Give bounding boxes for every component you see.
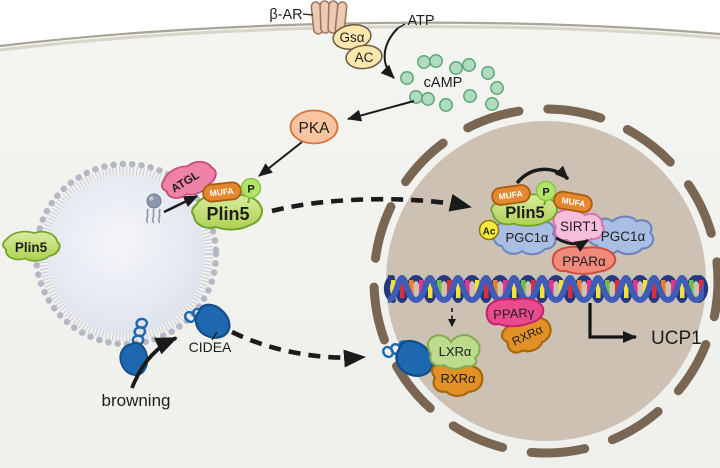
lipid-molecule-icon	[145, 193, 162, 224]
transcription-arrow	[588, 303, 637, 343]
mufa-nucleus-right-label: MUFA	[561, 195, 586, 209]
deacetylation-arrow	[555, 236, 589, 252]
cidea-pointer-line	[211, 331, 218, 341]
ppara-label: PPARα	[562, 254, 606, 269]
dashed-arrow-cidea-to-nucleus	[230, 329, 366, 368]
beta-ar-pointer-line	[302, 13, 314, 16]
atp-label: ATP	[407, 13, 434, 29]
gs-alpha-label: Gsα	[339, 30, 364, 45]
atp-to-camp-arrow	[380, 27, 399, 79]
mufa-droplet-label: MUFA	[209, 186, 234, 198]
acetyl-label: Ac	[483, 227, 496, 238]
browning-label: browning	[102, 391, 171, 410]
browning-arrow	[130, 336, 178, 389]
mufa-droplet-badge	[202, 181, 242, 203]
lxra-label: LXRα	[439, 344, 472, 359]
rxra-bottom-label: RXRα	[441, 371, 476, 386]
pparg-label: PPARγ	[493, 305, 535, 322]
adenylyl-cyclase-label: AC	[355, 50, 374, 65]
dna-helix	[383, 272, 709, 306]
pgc1a-right-label: PGC1α	[601, 229, 646, 244]
dashed-arrow-plin5-to-nucleus	[271, 193, 472, 214]
phospho-nucleus-label: P	[542, 187, 549, 199]
mufa-nucleus-left-label: MUFA	[498, 188, 523, 201]
camp-molecules-icon	[400, 54, 504, 112]
plin5-nucleus-label: Plin5	[505, 204, 544, 222]
phospho-droplet-badge	[240, 177, 262, 199]
beta-ar-receptor-icon	[310, 0, 348, 35]
phospholipid-tails-icon	[38, 166, 214, 342]
beta-ar-label: β-AR	[269, 7, 302, 23]
camp-label: cAMP	[424, 75, 463, 91]
lipolysis-arrow	[163, 194, 198, 214]
lipid-droplet	[32, 160, 220, 348]
atp-pointer-line	[397, 23, 406, 29]
droplet-core	[47, 175, 205, 333]
sirt1-label: SIRT1	[560, 219, 598, 234]
pgc1a-left-label: PGC1α	[506, 230, 549, 245]
nuclear-envelope	[369, 104, 720, 458]
adenylyl-cyclase-protein	[345, 44, 383, 70]
plin5-left-label: Plin5	[15, 240, 48, 255]
pka-label: PKA	[298, 120, 330, 137]
phospho-nucleus-badge	[535, 180, 557, 202]
phospho-droplet-label: P	[247, 184, 254, 196]
cidea-label: CIDEA	[189, 339, 232, 355]
pka-to-plin5-arrow	[258, 141, 303, 177]
mufa-transfer-arrow	[515, 165, 570, 185]
mufa-nucleus-right-badge	[553, 190, 593, 214]
camp-to-pka-arrow	[347, 100, 415, 122]
acetyl-badge	[478, 219, 500, 241]
mufa-nucleus-left-badge	[491, 184, 531, 206]
ucp1-label: UCP1	[651, 328, 702, 349]
pka-protein	[289, 109, 339, 145]
plin5-droplet-label: Plin5	[206, 204, 249, 224]
